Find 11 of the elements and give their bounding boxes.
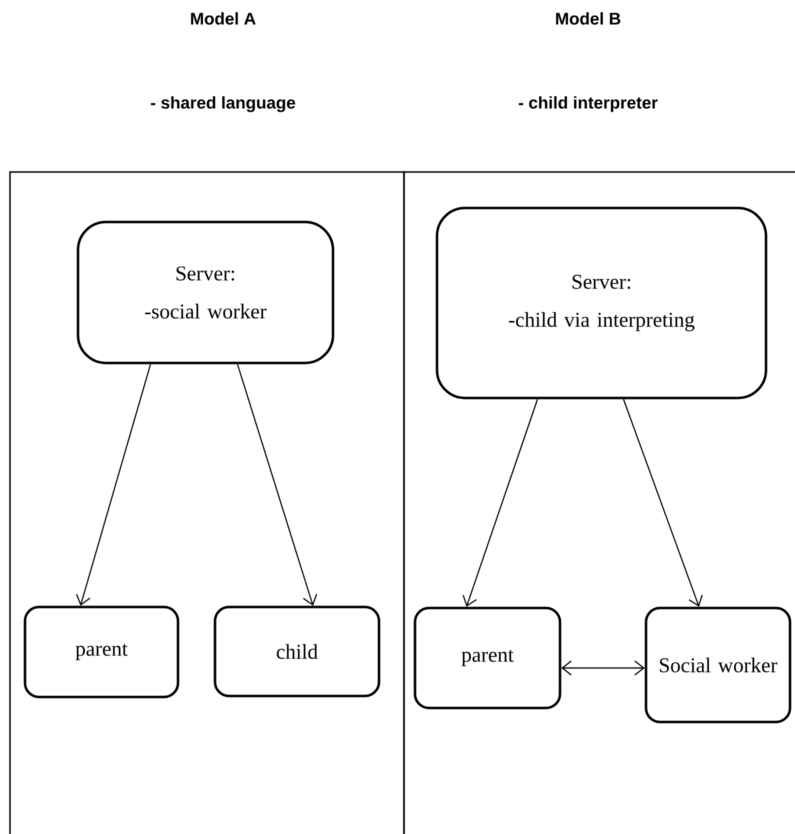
arrow	[622, 399, 703, 607]
role-box: parent	[414, 606, 562, 710]
arrow	[462, 399, 538, 607]
arrow	[561, 660, 645, 676]
arrow	[76, 364, 152, 606]
server-box: Server: -child via interpreting	[436, 206, 768, 400]
server-box: Server: -social worker	[76, 220, 334, 364]
arrow	[236, 364, 318, 606]
role-box: parent	[24, 606, 180, 698]
role-box: Social worker	[644, 606, 792, 724]
role-box: child	[214, 606, 380, 698]
